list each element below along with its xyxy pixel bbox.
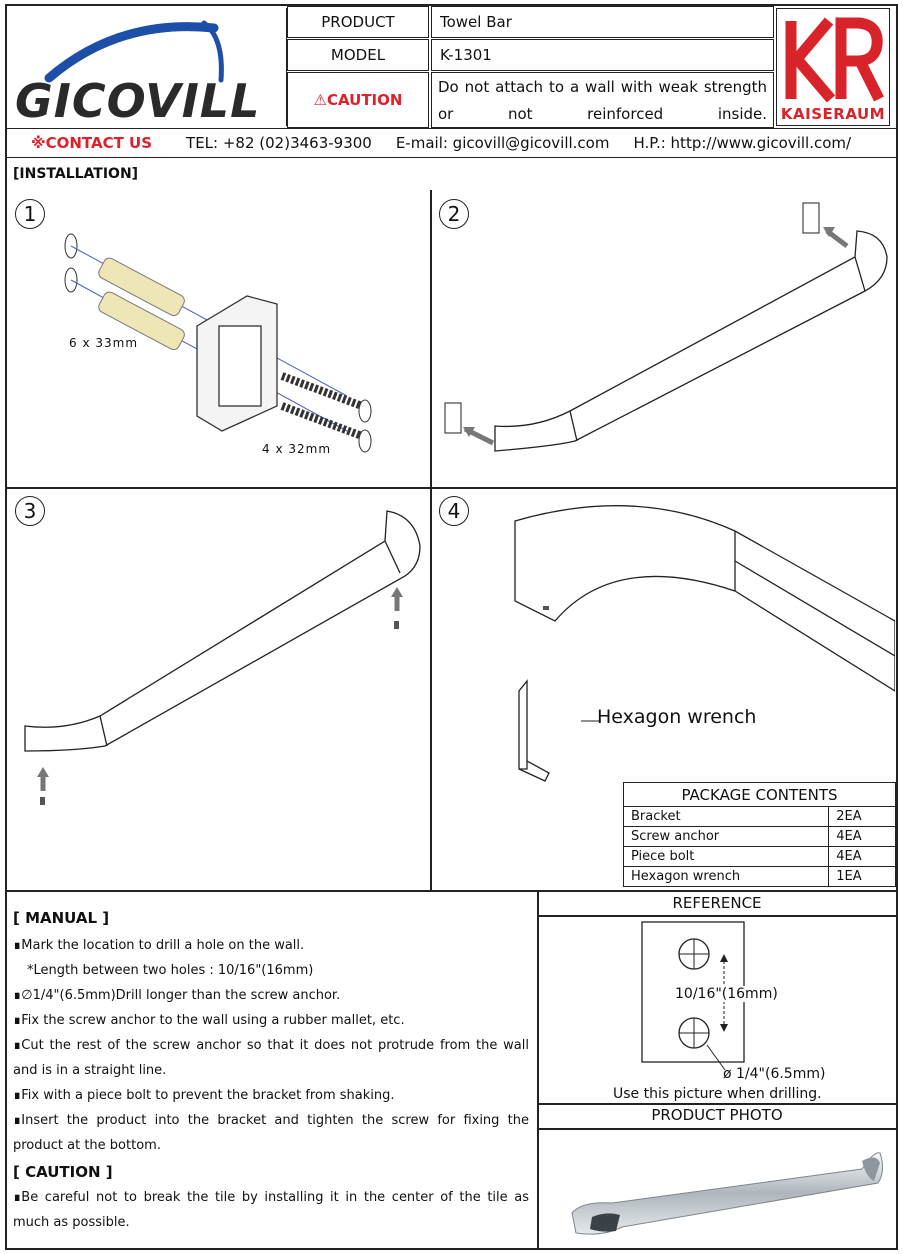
manual-item: ∎Fix with a piece bolt to prevent the br… bbox=[13, 1088, 395, 1103]
manual-item: ∎Mark the location to drill a hole on th… bbox=[13, 938, 305, 953]
kaiseraum-text: KAISERAUM bbox=[780, 105, 886, 123]
manual-item: ∎Fix the screw anchor to the wall using … bbox=[13, 1013, 405, 1028]
bracket-icon bbox=[196, 295, 278, 432]
gicovill-logo: GICOVILL bbox=[9, 8, 287, 128]
step2-towel-bar-diagram bbox=[444, 202, 888, 452]
hexagon-wrench-icon bbox=[518, 679, 550, 782]
installation-title: [INSTALLATION] bbox=[13, 166, 139, 182]
photo-title-bottom-line bbox=[538, 1128, 896, 1130]
reference-note: Use this picture when drilling. bbox=[613, 1086, 822, 1102]
piece-bolt-icon bbox=[40, 797, 45, 805]
product-photo bbox=[571, 1152, 884, 1235]
installation-grid-vline bbox=[430, 190, 432, 890]
installation-bottom-line bbox=[7, 890, 896, 892]
screw-anchor-icon bbox=[98, 257, 185, 351]
towel-bar-icon bbox=[571, 1152, 884, 1235]
step3-towel-bar-diagram bbox=[24, 510, 421, 805]
step-number-2: 2 bbox=[439, 199, 469, 229]
wrench-label: Hexagon wrench bbox=[597, 706, 757, 728]
contact-homepage: H.P.: http://www.gicovill.com/ bbox=[633, 134, 852, 152]
package-title: PACKAGE CONTENTS bbox=[623, 782, 896, 807]
caution-title: [ CAUTION ] bbox=[13, 1163, 113, 1181]
model-label: MODEL bbox=[287, 39, 429, 71]
piece-bolt-icon bbox=[394, 621, 399, 629]
instruction-sheet: GICOVILL PRODUCT Towel Bar MODEL K-1301 … bbox=[5, 4, 898, 1250]
step-number-3: 3 bbox=[15, 496, 45, 526]
manual-item: ∎Cut the rest of the screw anchor so tha… bbox=[13, 1038, 529, 1078]
contact-email: E-mail: gicovill@gicovill.com bbox=[395, 134, 610, 152]
kaiseraum-logo: KAISERAUM bbox=[776, 8, 890, 126]
step1-anchor-diagram bbox=[64, 233, 372, 453]
caution-label: ⚠CAUTION bbox=[287, 72, 429, 128]
reference-diameter: ø 1/4"(6.5mm) bbox=[723, 1066, 826, 1082]
step4-wrench-diagram bbox=[514, 505, 895, 782]
caution-item: ∎Be careful not to break the tile by ins… bbox=[13, 1190, 529, 1230]
installation-grid-hline bbox=[7, 487, 896, 489]
contact-row: ※CONTACT US TEL: +82 (02)3463-9300 E-mai… bbox=[7, 128, 896, 158]
manual-item: ∎Insert the product into the bracket and… bbox=[13, 1113, 529, 1153]
manual-section: [ MANUAL ] ∎Mark the location to drill a… bbox=[13, 906, 529, 1235]
reference-distance: 10/16"(16mm) bbox=[675, 986, 778, 1002]
logo-swoosh-icon bbox=[44, 20, 224, 83]
screw-size-label: 4 x 32mm bbox=[262, 442, 332, 456]
step-number-4: 4 bbox=[439, 496, 469, 526]
model-value: K-1301 bbox=[431, 39, 774, 71]
piece-bolt-icon bbox=[543, 606, 549, 610]
anchor-size-label: 6 x 33mm bbox=[69, 336, 139, 350]
product-value: Towel Bar bbox=[431, 6, 774, 38]
manual-item: *Length between two holes : 10/16"(16mm) bbox=[27, 963, 314, 978]
reference-title-line bbox=[538, 915, 896, 917]
manual-item: ∎∅1/4"(6.5mm)Drill longer than the screw… bbox=[13, 988, 341, 1003]
manual-title: [ MANUAL ] bbox=[13, 909, 110, 927]
product-label: PRODUCT bbox=[287, 6, 429, 38]
caution-text: Do not attach to a wall with weak streng… bbox=[431, 72, 774, 128]
kr-logo-icon bbox=[785, 17, 884, 103]
contact-label: ※CONTACT US bbox=[31, 134, 153, 152]
contact-tel: TEL: +82 (02)3463-9300 bbox=[186, 134, 372, 152]
bracket-small-icon bbox=[444, 202, 820, 434]
product-photo-title: PRODUCT PHOTO bbox=[651, 1106, 783, 1124]
reference-title: REFERENCE bbox=[672, 894, 762, 912]
screw-icon bbox=[280, 372, 372, 453]
step-number-1: 1 bbox=[15, 199, 45, 229]
photo-title-top-line bbox=[538, 1103, 896, 1105]
logo-text: GICOVILL bbox=[15, 74, 261, 128]
manual-divider bbox=[537, 890, 539, 1250]
